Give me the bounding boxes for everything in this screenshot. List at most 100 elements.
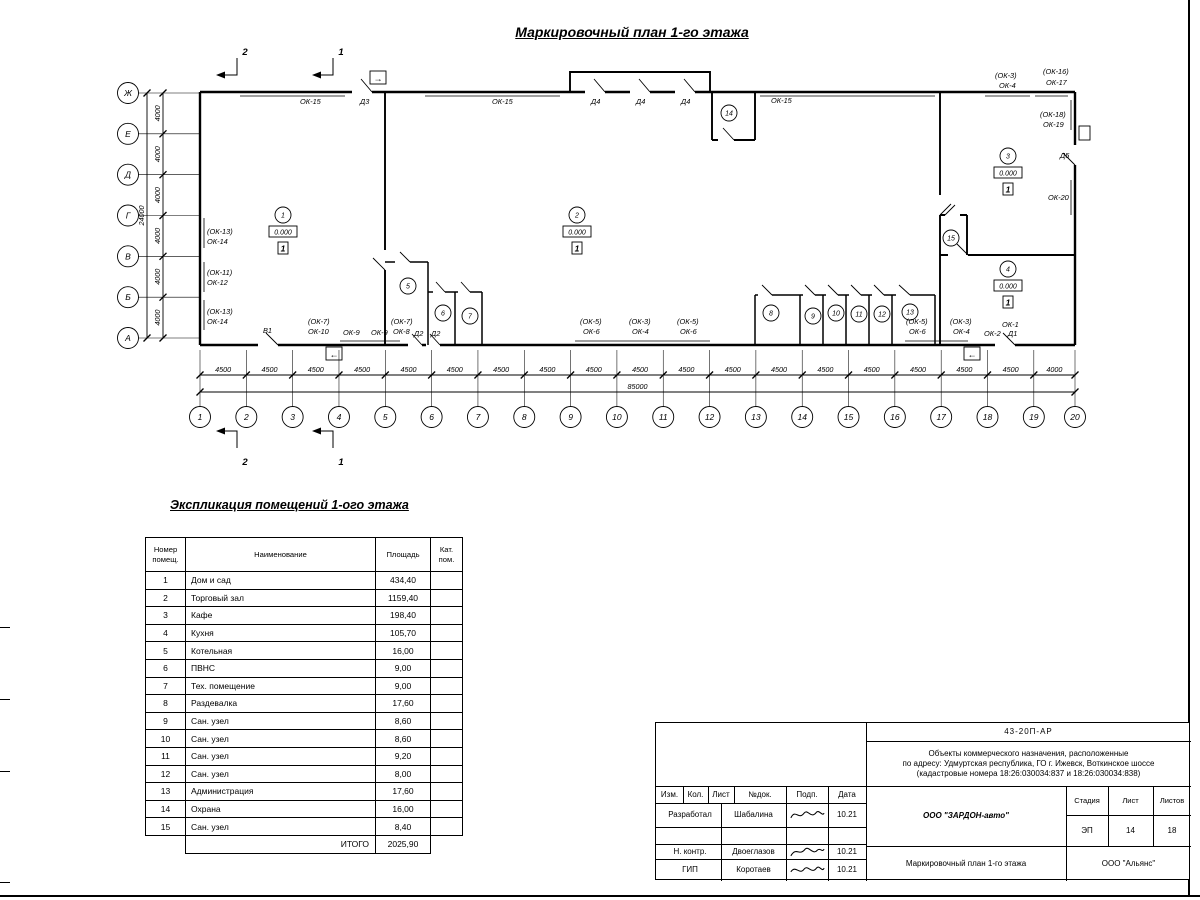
row-axis-circle <box>117 122 139 145</box>
dim-tick <box>1071 371 1079 379</box>
finish-type-number: 1 <box>1006 298 1011 308</box>
column-axis-number: 10 <box>612 412 622 422</box>
person-name: Двоеглазов <box>732 846 775 856</box>
plan-label: Д2 <box>413 329 423 338</box>
row-axis-circle <box>117 204 139 227</box>
plan-label: Д4 <box>680 97 690 106</box>
column-axis-circle <box>744 406 767 428</box>
row-axis-letter: Б <box>125 292 131 302</box>
room-area-cell: 9,00 <box>375 658 431 678</box>
schedule-header-row: Номер помещ. Наименование Площадь Кат. п… <box>145 537 463 572</box>
person-date: 10.21 <box>836 865 858 874</box>
room-number-cell: 15 <box>145 817 186 836</box>
section-mark <box>225 58 238 76</box>
room-number-cell: 7 <box>145 676 186 696</box>
person-name: Коротаев <box>736 865 771 874</box>
section-number: 2 <box>241 457 248 468</box>
room-area-cell: 8,40 <box>375 817 431 836</box>
dim-tick <box>288 371 297 379</box>
dim-tick <box>159 211 167 220</box>
person-role: ГИП <box>682 865 698 874</box>
column-axis-circle <box>791 406 814 428</box>
dim-tick <box>1071 388 1079 396</box>
plan-label: (ОК-7) <box>308 317 330 326</box>
room-number-cell: 8 <box>145 694 186 713</box>
room-category-cell <box>430 641 463 660</box>
plan-label: (ОК-16) <box>1043 67 1069 76</box>
column-axis-number: 17 <box>936 412 946 422</box>
plan-label: Д4 <box>590 97 600 106</box>
dim-tick <box>937 371 946 379</box>
elevation-box <box>993 166 1023 179</box>
room-category-cell <box>430 711 463 731</box>
column-axis-number: 9 <box>568 412 573 422</box>
section-number: 1 <box>338 47 343 58</box>
room-number: 10 <box>832 311 840 318</box>
dim-tick <box>196 371 204 379</box>
dim-tick <box>159 89 167 97</box>
column-axis-circle <box>976 406 999 428</box>
stage-value: ЭП <box>1081 825 1093 835</box>
signature <box>790 866 825 873</box>
column-axis-circle <box>513 406 536 428</box>
finish-type-box <box>571 241 583 255</box>
row-axis-circle <box>117 286 139 309</box>
room-category-cell <box>430 571 463 590</box>
room-number-circle <box>901 303 919 321</box>
column-axis-number: 8 <box>522 412 527 422</box>
plan-label: ОК-6 <box>909 327 927 336</box>
plan-label: ОК-4 <box>632 327 649 336</box>
person-role: Разработал <box>668 810 712 819</box>
room-number-circle <box>568 206 586 224</box>
frame-tick <box>0 627 10 629</box>
room-category-cell <box>430 746 463 766</box>
room-category-cell <box>430 623 463 643</box>
plan-label: (ОК-3) <box>629 317 651 326</box>
column-axis-number: 16 <box>890 412 900 422</box>
inner-walls <box>384 71 1075 345</box>
plan-label: Д5 <box>1059 151 1070 160</box>
col-header-area: Площадь <box>375 537 431 572</box>
room-category-cell <box>430 799 463 819</box>
dim-tick <box>612 371 621 379</box>
total-spacer-cell <box>145 835 186 853</box>
header-dok: №док. <box>748 789 772 799</box>
column-axis-circle <box>328 406 350 428</box>
plan-label: (ОК-18) <box>1040 110 1066 119</box>
room-number-circle <box>720 104 738 122</box>
page-title: Маркировочный план 1-го этажа <box>515 24 749 40</box>
project-description: Объекты коммерческого назначения, распол… <box>902 748 1155 778</box>
entrance-arrow-box <box>325 346 343 361</box>
plan-label: (ОК-3) <box>995 71 1017 80</box>
firm-name: ООО "Альянс" <box>1101 858 1156 868</box>
sheet-value: 14 <box>1126 825 1135 835</box>
dimension-value: 4000 <box>153 269 162 285</box>
room-number-cell: 5 <box>145 641 186 660</box>
frame-bottom-line <box>0 895 1200 897</box>
room-number-cell: 14 <box>145 799 186 819</box>
plan-label: Д3 <box>359 97 370 106</box>
window-sills <box>203 95 1072 342</box>
room-name-cell: Котельная <box>185 641 376 660</box>
sheets-value: 18 <box>1167 825 1177 835</box>
dimension-value: 4500 <box>632 365 648 374</box>
column-axis-circle <box>837 406 860 428</box>
drawing-title: Маркировочный план 1-го этажа <box>905 858 1027 868</box>
column-axis-circle <box>652 406 675 428</box>
room-number-cell: 9 <box>145 711 186 731</box>
room-category-cell <box>430 694 463 713</box>
dimension-value: 4500 <box>817 365 833 374</box>
plan-label: ОК-15 <box>771 96 793 105</box>
plan-label: ОК-4 <box>953 327 970 336</box>
dim-tick <box>566 371 575 379</box>
elevation-box <box>268 225 298 238</box>
column-axis-number: 18 <box>983 412 993 422</box>
dimension-value: 4500 <box>586 365 602 374</box>
room-name-cell: Кафе <box>185 606 376 625</box>
dimension-value: 4500 <box>771 365 787 374</box>
